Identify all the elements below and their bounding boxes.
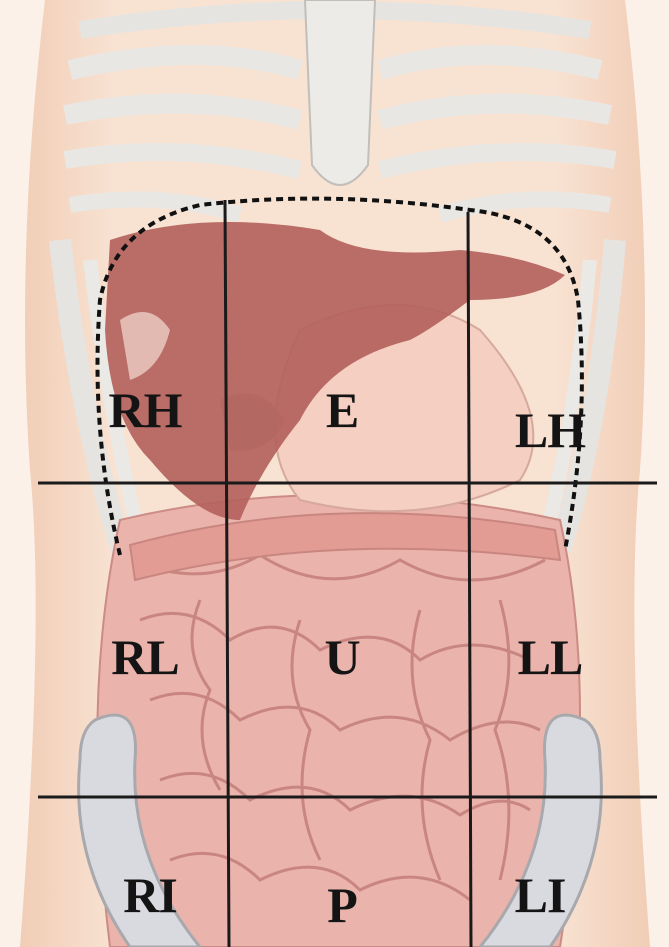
region-label-ll: LL	[518, 632, 583, 682]
region-label-li: LI	[515, 870, 566, 920]
sternum	[305, 0, 375, 185]
region-label-u: U	[324, 632, 359, 682]
region-label-rl: RL	[111, 632, 178, 682]
region-label-p: P	[327, 880, 357, 930]
region-label-e: E	[326, 385, 358, 435]
region-label-lh: LH	[515, 405, 585, 455]
region-label-ri: RI	[123, 870, 177, 920]
region-label-rh: RH	[109, 385, 182, 435]
